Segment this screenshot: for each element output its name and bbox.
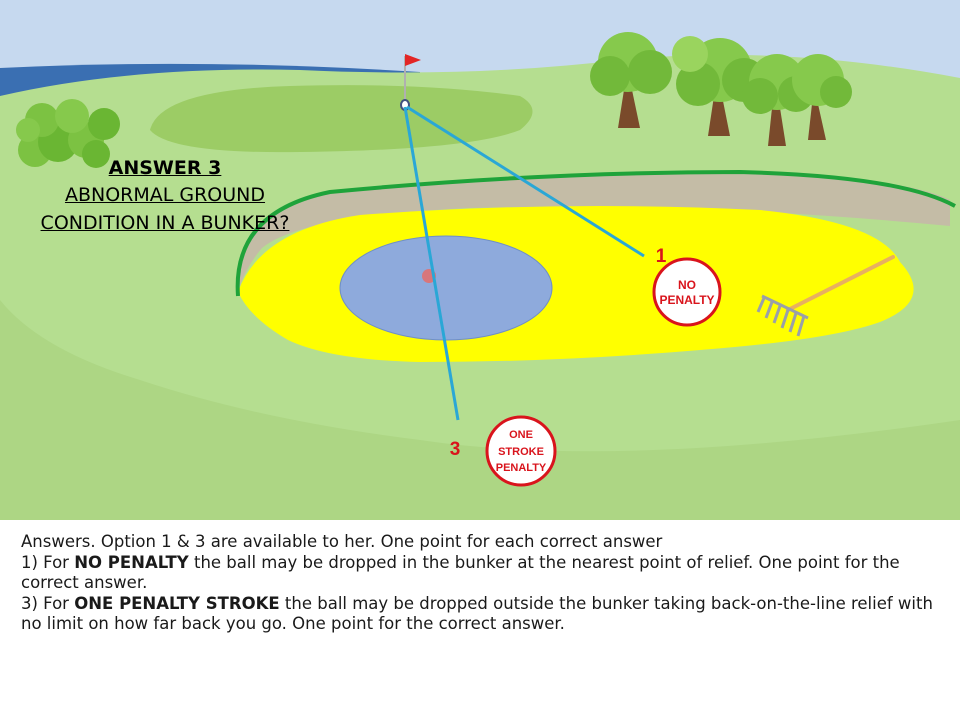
badge-line: NO — [678, 278, 696, 292]
bunker-edge — [235, 169, 956, 297]
option-1-prefix: 1) For — [21, 552, 75, 572]
tree-icon — [590, 32, 672, 128]
badge-line: PENALTY — [496, 462, 547, 474]
putting-green — [150, 85, 533, 153]
trees — [590, 32, 852, 146]
option-3-line — [403, 106, 460, 421]
option-1-text: the ball may be dropped in the bunker at… — [21, 552, 900, 593]
bunker-lip — [237, 172, 950, 292]
answer-option-1: 1) For NO PENALTY the ball may be droppe… — [21, 553, 946, 594]
one-stroke-penalty-badge: ONE STROKE PENALTY — [485, 415, 557, 487]
bush-icon — [16, 99, 120, 168]
tree-icon — [742, 54, 814, 146]
answers-intro: Answers. Option 1 & 3 are available to h… — [21, 532, 663, 551]
answer-title: ANSWER 3 — [108, 157, 222, 179]
no-penalty-badge: NO PENALTY — [652, 257, 722, 327]
option-3-text: the ball may be dropped outside the bunk… — [21, 593, 933, 634]
badge-line: ONE — [509, 429, 533, 441]
question-line-1: ABNORMAL GROUND — [64, 184, 266, 206]
rough — [0, 300, 960, 520]
option-1-number: 1 — [656, 246, 667, 267]
badge-line: STROKE — [498, 446, 544, 458]
badge-line: PENALTY — [659, 293, 714, 307]
option-3-prefix: 3) For — [21, 593, 75, 613]
rake-icon — [756, 255, 895, 337]
option-1-line — [406, 105, 645, 258]
option-3-number: 3 — [450, 439, 461, 460]
question-line-2: CONDITION IN A BUNKER? — [40, 212, 290, 234]
option-1-bold: NO PENALTY — [74, 552, 189, 572]
answers-text: Answers. Option 1 & 3 are available to h… — [21, 532, 946, 635]
water-patch — [339, 235, 553, 341]
answer-option-3: 3) For ONE PENALTY STROKE the ball may b… — [21, 594, 946, 635]
option-3-bold: ONE PENALTY STROKE — [74, 593, 280, 613]
tree-icon — [792, 54, 852, 140]
